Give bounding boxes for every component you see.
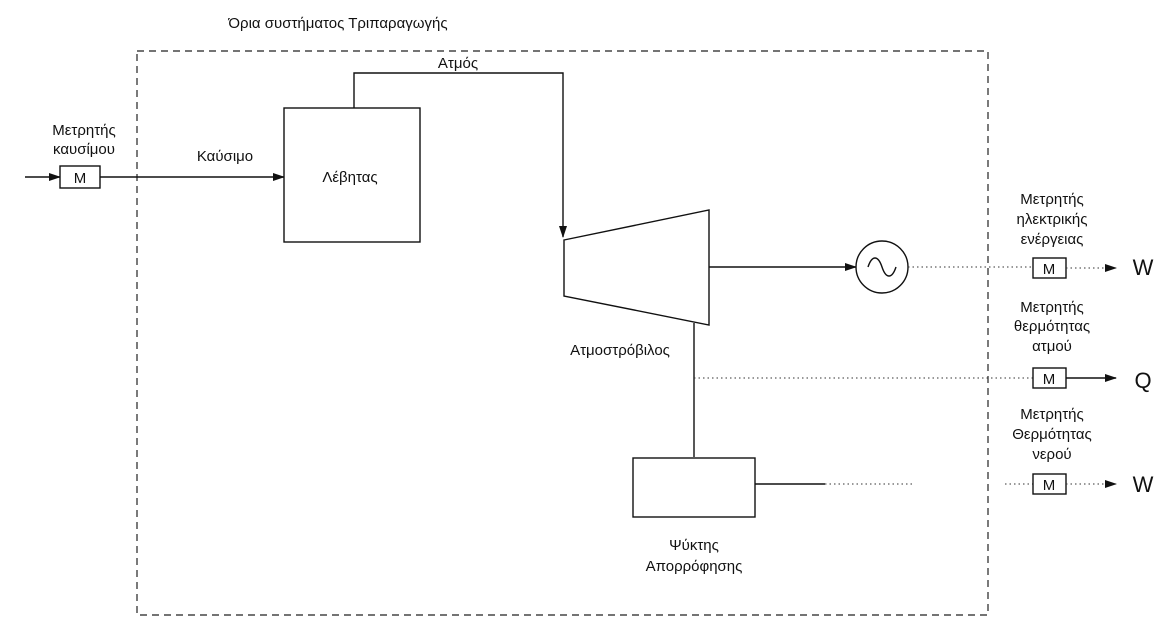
water-heat-meter-symbol: M: [1043, 477, 1056, 494]
chiller-label-2: Απορρόφησης: [646, 558, 743, 575]
fuel-meter-symbol: M: [74, 170, 87, 187]
steam-heat-meter-symbol: M: [1043, 371, 1056, 388]
turbine-label: Ατμοστρόβιλος: [570, 342, 670, 359]
absorption-chiller: [632, 457, 756, 518]
chiller-label-1: Ψύκτης: [669, 537, 719, 554]
sine-wave-icon: [867, 257, 897, 277]
steam-line: [353, 72, 567, 238]
water-heat-meter-label-2: Θερμότητας: [1012, 426, 1092, 443]
water-heat-output-symbol: W: [1133, 472, 1154, 497]
electric-meter-label-2: ηλεκτρικής: [1017, 211, 1088, 228]
boiler: [283, 107, 421, 243]
boiler-label: Λέβητας: [322, 169, 377, 186]
steam-flow-label: Ατμός: [438, 55, 478, 72]
fuel-meter-label-1: Μετρητής: [52, 122, 115, 139]
steam-heat-meter-label-2: θερμότητας: [1014, 318, 1090, 335]
boundary-title: Όρια συστήματος Τριπαραγωγής: [227, 15, 447, 32]
steam-turbine: [563, 209, 710, 326]
electric-meter-label-3: ενέργειας: [1021, 231, 1084, 248]
water-heat-meter-label-1: Μετρητής: [1020, 406, 1083, 423]
electric-meter-symbol: M: [1043, 261, 1056, 278]
steam-heat-meter-label-3: ατμού: [1032, 338, 1072, 355]
steam-heat-output-symbol: Q: [1134, 368, 1151, 393]
electric-meter-label-1: Μετρητής: [1020, 191, 1083, 208]
electric-output-symbol: W: [1133, 255, 1154, 280]
water-heat-meter-label-3: νερού: [1032, 446, 1071, 463]
system-boundary: [136, 50, 989, 616]
fuel-meter-label-2: καυσίμου: [53, 141, 115, 158]
steam-heat-meter-label-1: Μετρητής: [1020, 299, 1083, 316]
fuel-flow-label: Καύσιμο: [197, 148, 253, 165]
